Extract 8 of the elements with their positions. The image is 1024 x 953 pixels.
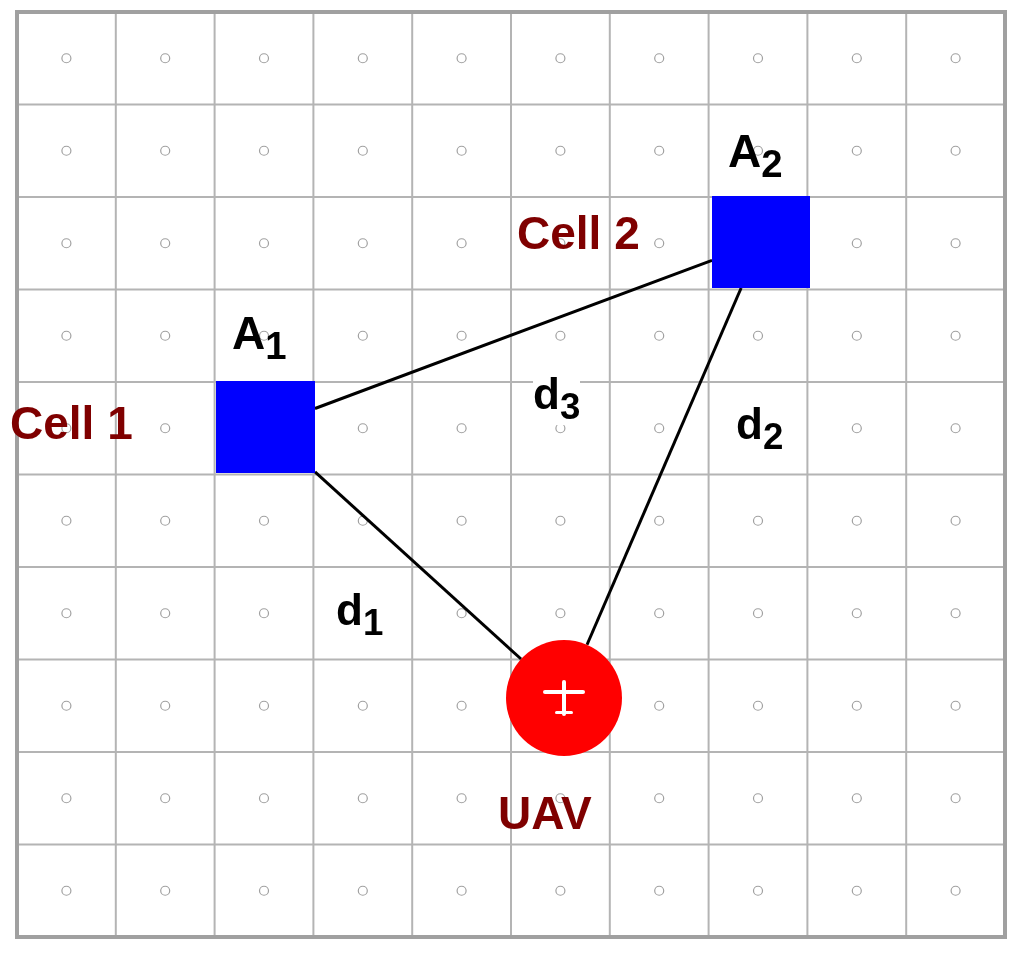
uav-label: UAV	[498, 790, 592, 836]
cell-label: A$_{1}$	[232, 310, 287, 366]
cell-name: Cell 2	[517, 210, 640, 256]
cell-label: A$_{2}$	[728, 128, 783, 184]
connector-line	[314, 258, 713, 410]
connector-line	[585, 287, 743, 646]
connector-line	[314, 470, 523, 661]
cell-name: Cell 1	[10, 400, 133, 446]
